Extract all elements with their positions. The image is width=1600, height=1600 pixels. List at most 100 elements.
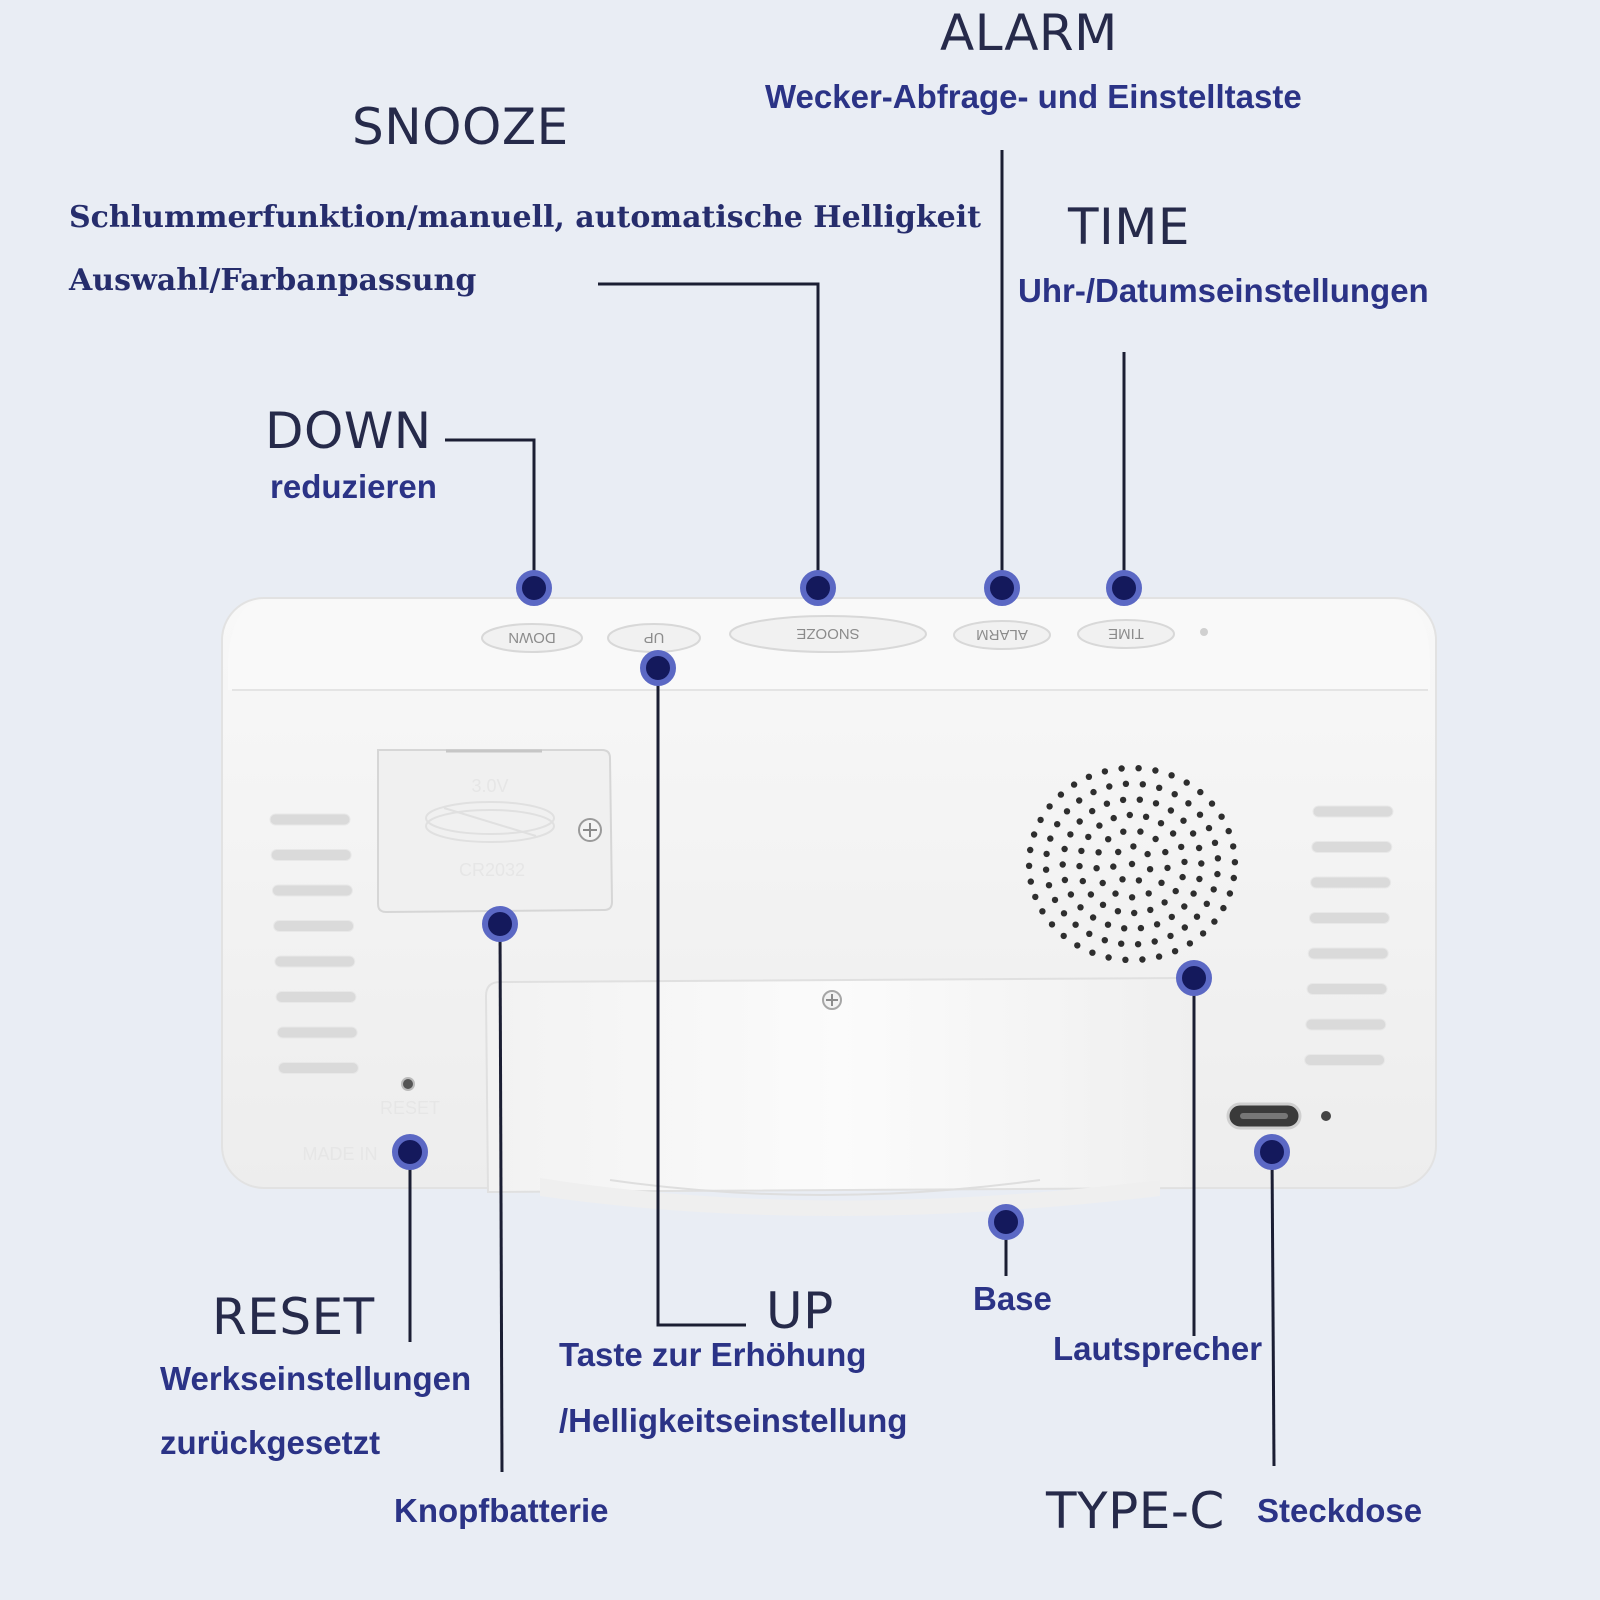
speaker-hole	[1089, 949, 1096, 956]
speaker-hole	[1032, 893, 1039, 901]
speaker-hole	[1059, 861, 1066, 868]
speaker-hole	[1118, 765, 1125, 772]
speaker-hole	[1189, 830, 1197, 837]
battery-label: Knopfbatterie	[394, 1492, 609, 1529]
speaker-hole	[1074, 942, 1081, 949]
speaker-hole	[1085, 773, 1093, 780]
snooze-button[interactable]	[729, 615, 927, 653]
speaker-hole	[1210, 886, 1217, 893]
speaker-hole	[1208, 800, 1216, 807]
top-button-row: DOWN UP SNOOZE ALARM TIME	[481, 615, 1208, 653]
speaker-hole	[1196, 811, 1204, 818]
speaker-hole	[1130, 843, 1137, 850]
speaker-hole	[1139, 956, 1146, 963]
speaker-hole	[1110, 863, 1117, 870]
speaker-hole	[1110, 814, 1117, 822]
speaker-hole	[1122, 956, 1129, 963]
speaker-hole	[1197, 788, 1204, 796]
alarm-title: ALARM	[940, 4, 1118, 62]
speaker-hole	[1105, 836, 1112, 843]
vent-slot	[274, 955, 356, 968]
speaker-hole	[1118, 940, 1125, 947]
alarm-button[interactable]	[953, 620, 1051, 650]
speaker-hole	[1051, 896, 1059, 904]
speaker-hole	[1076, 862, 1083, 870]
speaker-hole	[1095, 849, 1102, 856]
speaker-hole	[1072, 921, 1079, 928]
speaker-hole	[1119, 796, 1127, 804]
charging-led	[1321, 1111, 1331, 1121]
stand	[484, 976, 1195, 1216]
speaker-hole	[1099, 879, 1106, 887]
speaker-hole	[1157, 820, 1165, 827]
speaker-hole	[1193, 913, 1201, 920]
base-callout-dot	[988, 1204, 1024, 1240]
speaker-hole	[1167, 932, 1174, 940]
speaker-hole	[1135, 877, 1143, 884]
speaker-hole	[1196, 875, 1203, 883]
speaker-hole	[1037, 816, 1044, 824]
speaker-hole	[1131, 909, 1138, 917]
speaker-callout-dot	[1176, 960, 1212, 996]
vent-slot	[277, 1062, 359, 1074]
made-in-mark: MADE IN	[302, 1144, 377, 1164]
speaker-hole	[1164, 864, 1171, 872]
vent-slot	[1310, 876, 1392, 889]
speaker-hole	[1103, 800, 1111, 807]
speaker-hole	[1169, 830, 1177, 837]
battery-model-mark: CR2032	[459, 860, 525, 880]
vent-slot	[275, 991, 357, 1003]
speaker-hole	[1218, 813, 1225, 820]
vent-slot	[1306, 983, 1388, 995]
reset-description-line2: zurückgesetzt	[160, 1424, 381, 1461]
vent-slot	[269, 813, 351, 826]
up-leader-line	[656, 668, 746, 1327]
alarm-callout-dot	[984, 570, 1020, 606]
time-title: TIME	[1068, 198, 1191, 256]
speaker-hole	[1126, 811, 1134, 819]
up-callout-dot	[640, 650, 676, 686]
speaker-hole	[1101, 937, 1109, 944]
speaker-hole	[1030, 831, 1038, 838]
typec-description: Steckdose	[1257, 1492, 1423, 1529]
typec-port[interactable]	[1226, 1102, 1302, 1130]
speaker-hole	[1145, 890, 1152, 897]
speaker-hole	[1120, 828, 1127, 835]
alarm-description: Wecker-Abfrage- und Einstelltaste	[765, 78, 1302, 115]
speaker-hole	[1027, 846, 1034, 854]
speaker-hole	[1060, 910, 1068, 917]
down-leader-line	[445, 438, 536, 588]
vent-slot	[276, 1026, 358, 1039]
speaker-label: Lautsprecher	[1053, 1330, 1263, 1367]
speaker-hole	[1046, 803, 1053, 810]
speaker-hole	[1181, 903, 1188, 910]
speaker-hole	[1152, 800, 1160, 807]
snooze-button-label: SNOOZE	[796, 625, 859, 642]
speaker-hole	[1087, 891, 1095, 898]
vent-slot	[1307, 947, 1389, 960]
speaker-hole	[1158, 879, 1165, 886]
speaker-hole	[1101, 768, 1109, 775]
speaker-hole	[1057, 791, 1065, 798]
speaker-hole	[1183, 779, 1190, 786]
speaker-hole	[1077, 904, 1084, 911]
speaker-hole	[1063, 808, 1071, 815]
speaker-hole	[1181, 924, 1189, 931]
speaker-hole	[1025, 862, 1033, 869]
down-button[interactable]	[481, 623, 583, 653]
snooze-description-line2: Auswahl/Farbanpassung	[69, 263, 477, 298]
typec-callout-dot	[1254, 1134, 1290, 1170]
speaker-hole	[1104, 921, 1112, 928]
speaker-hole	[1181, 858, 1188, 866]
time-callout-dot	[1106, 570, 1142, 606]
vent-slot	[270, 849, 352, 861]
time-button[interactable]	[1077, 619, 1175, 649]
reset-hole[interactable]	[401, 1077, 415, 1091]
speaker-hole	[1089, 807, 1096, 815]
speaker-hole	[1147, 906, 1154, 914]
speaker-hole	[1134, 941, 1142, 948]
speaker-hole	[1198, 860, 1205, 867]
down-button-label: DOWN	[508, 629, 556, 646]
